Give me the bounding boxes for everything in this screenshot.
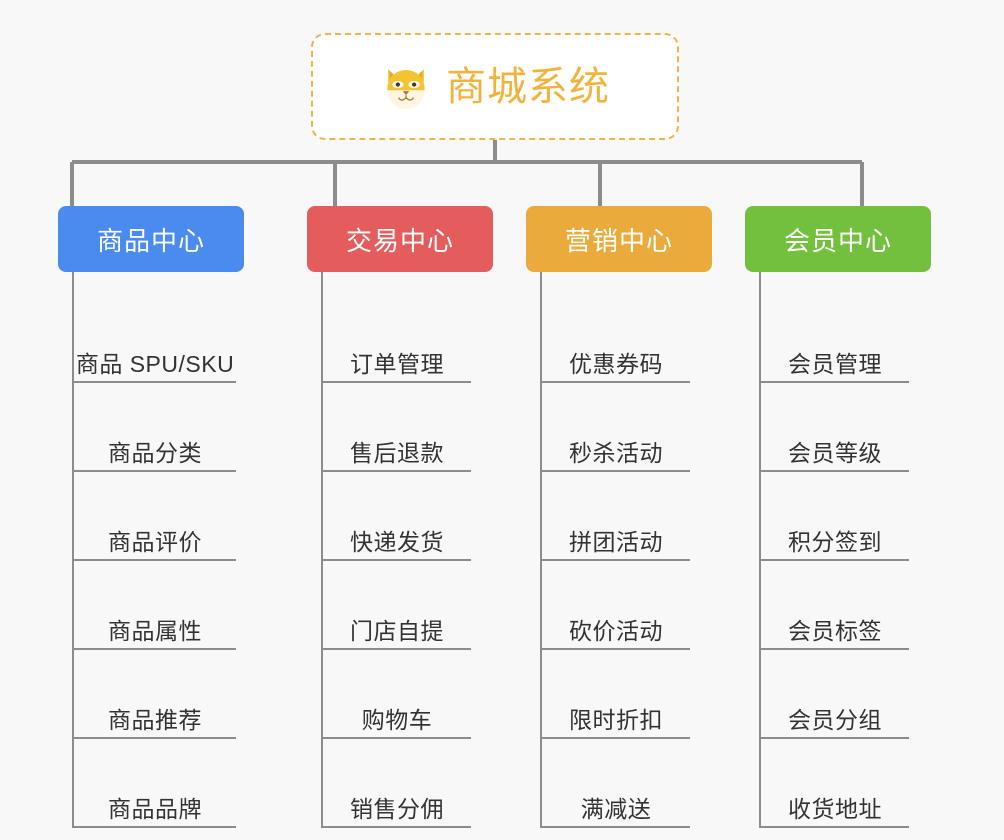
leaf-item[interactable]: 限时折扣 (542, 650, 690, 739)
leaf-item[interactable]: 砍价活动 (542, 561, 690, 650)
leaf-item[interactable]: 售后退款 (323, 383, 471, 472)
root-node[interactable]: 商城系统 (311, 33, 679, 140)
leaf-item[interactable]: 商品分类 (74, 383, 236, 472)
leaf-label: 购物车 (361, 706, 433, 733)
branch-header-2[interactable]: 营销中心 (526, 206, 712, 272)
leaf-label: 销售分佣 (350, 795, 444, 822)
leaf-item[interactable]: 销售分佣 (323, 739, 471, 828)
leaf-list-1: 订单管理 售后退款 快递发货 门店自提 购物车 销售分佣 (321, 272, 471, 828)
leaf-label: 商品评价 (108, 528, 202, 555)
leaf-list-3: 会员管理 会员等级 积分签到 会员标签 会员分组 收货地址 (759, 272, 909, 828)
leaf-item[interactable]: 商品推荐 (74, 650, 236, 739)
root-title: 商城系统 (446, 64, 610, 109)
leaf-item[interactable]: 商品 SPU/SKU (74, 294, 236, 383)
leaf-label: 商品推荐 (108, 706, 202, 733)
leaf-item[interactable]: 积分签到 (761, 472, 909, 561)
leaf-label: 商品属性 (108, 617, 202, 644)
leaf-label: 满减送 (580, 795, 652, 822)
leaf-label: 会员分组 (788, 706, 882, 733)
leaf-list-0: 商品 SPU/SKU 商品分类 商品评价 商品属性 商品推荐 商品品牌 (72, 272, 236, 828)
leaf-item[interactable]: 满减送 (542, 739, 690, 828)
leaf-label: 砍价活动 (569, 617, 663, 644)
leaf-label: 会员管理 (788, 350, 882, 377)
leaf-label: 优惠券码 (569, 350, 663, 377)
leaf-label: 订单管理 (350, 350, 444, 377)
leaf-item[interactable]: 商品评价 (74, 472, 236, 561)
leaf-label: 收货地址 (788, 795, 882, 822)
leaf-label: 会员等级 (788, 439, 882, 466)
shiba-dog-emoji (380, 61, 432, 113)
branch-column-3: 会员中心 会员管理 会员等级 积分签到 会员标签 会员分组 收货地址 (745, 206, 931, 828)
leaf-label: 售后退款 (350, 439, 444, 466)
leaf-label: 商品 SPU/SKU (75, 350, 235, 377)
leaf-label: 商品分类 (108, 439, 202, 466)
leaf-item[interactable]: 拼团活动 (542, 472, 690, 561)
branch-header-1[interactable]: 交易中心 (307, 206, 493, 272)
branch-column-1: 交易中心 订单管理 售后退款 快递发货 门店自提 购物车 销售分佣 (307, 206, 493, 828)
leaf-item[interactable]: 购物车 (323, 650, 471, 739)
branch-header-0[interactable]: 商品中心 (58, 206, 244, 272)
leaf-label: 商品品牌 (108, 795, 202, 822)
leaf-item[interactable]: 快递发货 (323, 472, 471, 561)
leaf-item[interactable]: 收货地址 (761, 739, 909, 828)
leaf-item[interactable]: 商品品牌 (74, 739, 236, 828)
leaf-list-2: 优惠券码 秒杀活动 拼团活动 砍价活动 限时折扣 满减送 (540, 272, 690, 828)
branch-column-2: 营销中心 优惠券码 秒杀活动 拼团活动 砍价活动 限时折扣 满减送 (526, 206, 712, 828)
leaf-item[interactable]: 优惠券码 (542, 294, 690, 383)
leaf-item[interactable]: 订单管理 (323, 294, 471, 383)
leaf-item[interactable]: 会员分组 (761, 650, 909, 739)
leaf-label: 门店自提 (350, 617, 444, 644)
leaf-label: 秒杀活动 (569, 439, 663, 466)
leaf-item[interactable]: 商品属性 (74, 561, 236, 650)
leaf-label: 会员标签 (788, 617, 882, 644)
leaf-label: 限时折扣 (569, 706, 663, 733)
leaf-item[interactable]: 会员等级 (761, 383, 909, 472)
leaf-item[interactable]: 秒杀活动 (542, 383, 690, 472)
leaf-item[interactable]: 会员管理 (761, 294, 909, 383)
leaf-label: 积分签到 (788, 528, 882, 555)
leaf-label: 快递发货 (350, 528, 444, 555)
branch-header-3[interactable]: 会员中心 (745, 206, 931, 272)
leaf-item[interactable]: 门店自提 (323, 561, 471, 650)
leaf-label: 拼团活动 (569, 528, 663, 555)
leaf-item[interactable]: 会员标签 (761, 561, 909, 650)
branch-column-0: 商品中心 商品 SPU/SKU 商品分类 商品评价 商品属性 商品推荐 商品品牌 (58, 206, 244, 828)
